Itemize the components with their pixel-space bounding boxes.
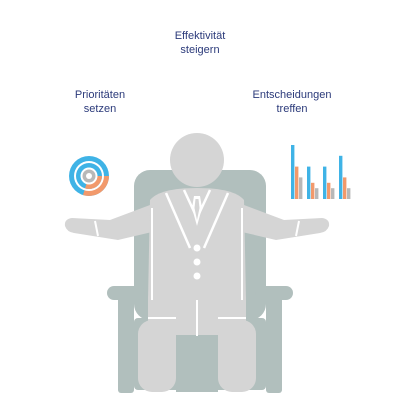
bar-chart-bar	[295, 166, 299, 199]
label-top-line2: steigern	[180, 44, 220, 56]
bar-chart-icon	[291, 145, 351, 199]
bar-chart-bar	[315, 188, 319, 199]
bar-chart-bar	[331, 188, 335, 199]
target-center	[86, 173, 92, 179]
label-effektivitaet: Effektivität steigern	[150, 29, 250, 57]
chair-right-armrest	[255, 286, 293, 300]
leg-gap	[176, 336, 218, 392]
jacket-button-1	[193, 244, 201, 252]
label-right-line2: treffen	[276, 103, 308, 115]
left-arm	[64, 205, 152, 240]
torso	[148, 188, 246, 300]
bar-chart-bar	[327, 182, 331, 199]
left-lower-leg	[138, 320, 176, 392]
head	[170, 133, 224, 187]
left-cuff	[94, 220, 99, 237]
right-arm	[242, 205, 330, 240]
label-top-line1: Effektivität	[174, 30, 226, 42]
bar-chart-bar	[299, 177, 303, 199]
label-entscheidungen: Entscheidungen treffen	[242, 88, 342, 116]
label-prioritaeten: Prioritäten setzen	[50, 88, 150, 116]
bar-chart-bar	[323, 166, 327, 199]
left-lapel	[164, 192, 192, 249]
label-left-line2: setzen	[83, 103, 117, 115]
businessman	[64, 133, 330, 392]
tie-inner	[194, 199, 200, 220]
target-chart-icon	[69, 156, 109, 196]
jacket-button-3	[193, 272, 201, 280]
bar-chart-bar	[347, 188, 351, 199]
chair-left-armrest	[107, 286, 145, 300]
label-left-line1: Prioritäten	[74, 89, 126, 101]
jacket-button-2	[193, 258, 201, 266]
right-lower-leg	[218, 320, 256, 392]
right-cuff	[295, 220, 300, 237]
label-right-line1: Entscheidungen	[252, 89, 332, 101]
bar-chart-bar	[339, 155, 343, 199]
bar-chart-bar	[343, 177, 347, 199]
bar-chart-bar	[311, 182, 315, 199]
right-lapel	[202, 192, 230, 249]
chair-left-leg	[118, 296, 134, 393]
chair-right-leg	[266, 296, 282, 393]
bar-chart-bar	[291, 145, 295, 199]
bar-chart-bar	[307, 166, 311, 199]
